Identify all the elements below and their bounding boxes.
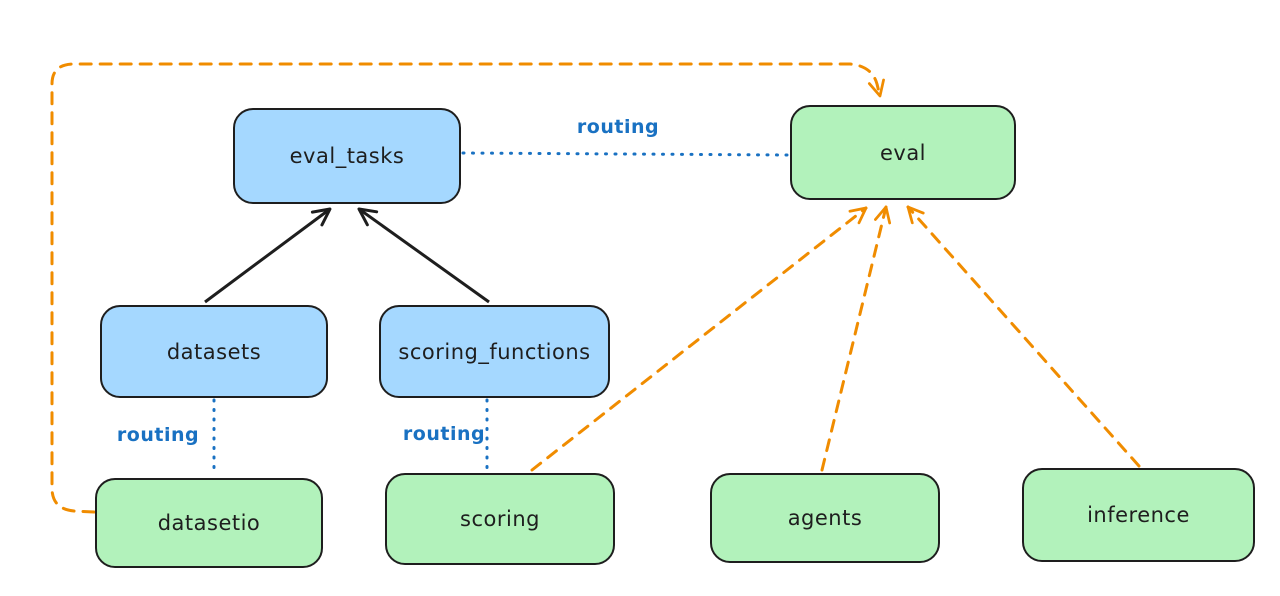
edge-label-routing-datasets-datasetio: routing <box>116 424 200 446</box>
node-scoring_functions: scoring_functions <box>379 305 610 398</box>
node-datasetio: datasetio <box>95 478 323 568</box>
edge-datasets-eval_tasks <box>204 207 332 304</box>
node-label-eval: eval <box>879 140 927 165</box>
edge-inference-eval <box>906 205 1141 468</box>
node-agents: agents <box>710 473 940 563</box>
node-inference: inference <box>1022 468 1255 562</box>
node-label-agents: agents <box>787 506 863 530</box>
node-label-inference: inference <box>1087 503 1190 527</box>
edge-scoring_functions-eval_tasks <box>357 207 490 304</box>
edge-label-routing-scoring_functions-scoring: routing <box>402 423 486 445</box>
edge-eval_tasks-eval <box>461 151 789 157</box>
node-label-scoring: scoring <box>460 507 540 531</box>
node-label-datasetio: datasetio <box>157 511 261 535</box>
node-eval: eval <box>790 105 1016 200</box>
edge-scoring-eval <box>530 206 868 472</box>
edge-datasetio-eval <box>50 62 885 514</box>
node-eval_tasks: eval_tasks <box>233 108 461 204</box>
node-label-datasets: datasets <box>166 339 262 364</box>
edge-label-routing-eval_tasks-eval: routing <box>576 116 660 138</box>
edge-agents-eval <box>820 205 892 472</box>
node-label-scoring_functions: scoring_functions <box>398 339 591 364</box>
node-label-eval_tasks: eval_tasks <box>289 144 405 168</box>
node-datasets: datasets <box>100 305 328 398</box>
node-scoring: scoring <box>385 473 615 565</box>
